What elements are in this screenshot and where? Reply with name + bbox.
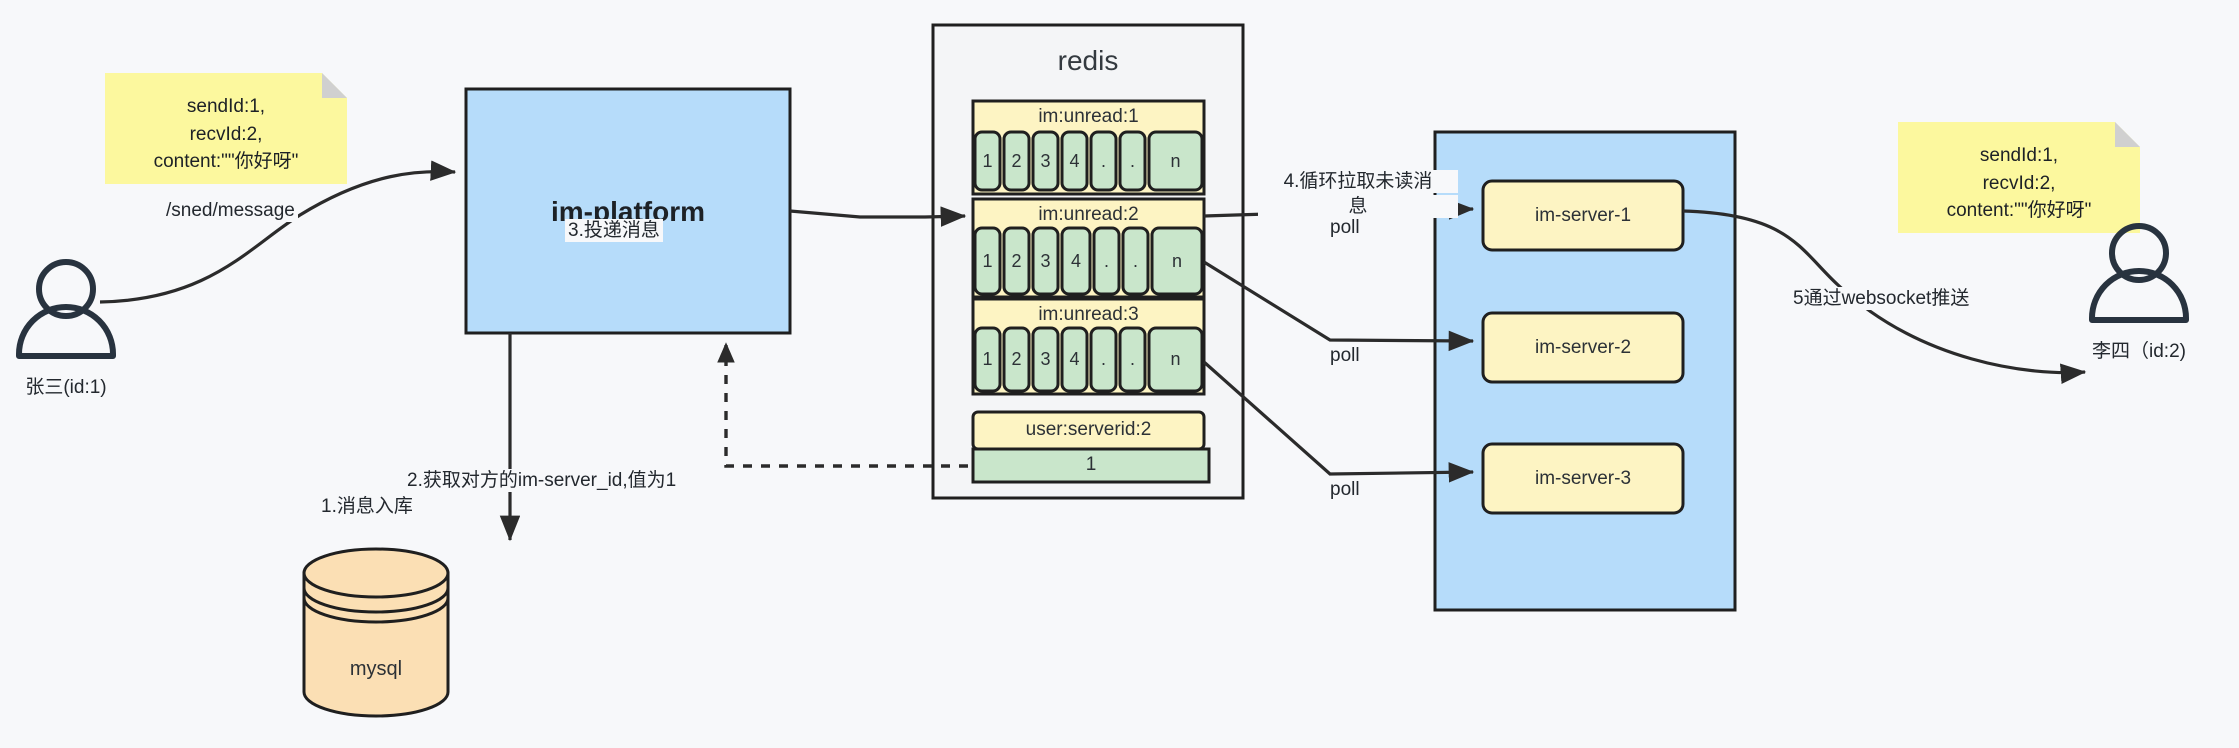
redis-key-1-cell-3: 4 [1069, 151, 1080, 171]
redis-key-1-name: im:unread:1 [1038, 106, 1139, 127]
redis-key-2-cell-3: 4 [1070, 251, 1081, 271]
redis-key-2-cell-1: 2 [1011, 251, 1022, 271]
edge-poll-3 [1202, 360, 1475, 483]
actor-sender-label: 张三(id:1) [25, 377, 107, 398]
edge-send-message [99, 160, 457, 304]
redis-key-3-cell-0: 1 [982, 349, 993, 369]
actor-receiver-label: 李四（id:2) [2092, 341, 2186, 362]
node-im-server-1-label[interactable]: im-server-1 [1534, 205, 1632, 226]
redis-key-3-cell-2: 3 [1040, 349, 1051, 369]
redis-key-2-cell-4: . [1103, 251, 1109, 271]
redis-key-2-name: im:unread:2 [1038, 204, 1139, 225]
node-im-platform-shape[interactable] [464, 87, 792, 335]
edge-label-step3: 3.投递消息 [565, 219, 663, 243]
node-im-server-2-shape[interactable] [1481, 311, 1685, 384]
edge-step3-deliver [789, 206, 967, 227]
redis-key-3-cell-5: . [1129, 349, 1135, 369]
edge-label-poll-2: poll [1327, 344, 1363, 368]
redis-key-1-cell-6: n [1170, 151, 1181, 171]
node-im-server-3-shape[interactable] [1481, 442, 1685, 515]
redis-single-key-value: 1 [1085, 454, 1097, 475]
redis-key-block-3-shape [971, 297, 1206, 396]
redis-key-1-cell-5: . [1129, 151, 1135, 171]
edge-label-send-message: /sned/message [163, 199, 298, 223]
redis-key-1-cell-0: 1 [982, 151, 993, 171]
node-im-server-3-label[interactable]: im-server-3 [1534, 468, 1632, 489]
redis-key-2-cell-2: 3 [1040, 251, 1051, 271]
note-right-shape [1898, 122, 2140, 233]
redis-key-2-cell-0: 1 [982, 251, 993, 271]
edge-label-step5: 5通过websocket推送 [1790, 287, 1973, 311]
node-im-server-1-shape[interactable] [1481, 179, 1685, 252]
redis-key-2-cell-5: . [1132, 251, 1138, 271]
edge-label-step1: 1.消息入库 [318, 495, 416, 519]
redis-key-3-cell-3: 4 [1069, 349, 1080, 369]
container-redis-title: redis [1057, 45, 1119, 76]
redis-key-3-cell-6: n [1170, 349, 1181, 369]
note-right-text: sendId:1, recvId:2, content:""你好呀" [1946, 145, 2092, 222]
redis-single-key-shape [971, 410, 1211, 484]
actor-sender-icon [16, 259, 116, 359]
edge-step5-websocket-push [1682, 209, 2087, 384]
note-left-text: sendId:1, recvId:2, content:""你好呀" [153, 96, 299, 173]
redis-key-1-cell-2: 3 [1040, 151, 1051, 171]
edge-label-poll-3: poll [1327, 478, 1363, 502]
redis-key-block-1-shape [971, 99, 1206, 196]
note-left-shape [105, 73, 347, 184]
actor-receiver-icon [2089, 223, 2189, 323]
edge-step2-serverid-dashed [717, 342, 968, 468]
redis-key-1-cell-4: . [1100, 151, 1106, 171]
redis-key-block-2-shape [971, 197, 1206, 299]
redis-key-3-name: im:unread:3 [1038, 304, 1139, 325]
edge-poll-2 [1203, 260, 1475, 352]
edge-label-poll-1: poll [1327, 216, 1363, 240]
edge-label-step4-line1: 4.循环拉取未读消 [1258, 170, 1458, 194]
redis-single-key-name: user:serverid:2 [1025, 419, 1152, 440]
edge-label-step4-line2: 息 [1258, 195, 1458, 219]
redis-key-3-cell-4: . [1100, 349, 1106, 369]
redis-key-3-cell-1: 2 [1011, 349, 1022, 369]
redis-key-2-cell-6: n [1171, 251, 1182, 271]
node-mysql-label[interactable]: mysql [349, 658, 403, 680]
edge-label-step2: 2.获取对方的im-server_id,值为1 [404, 469, 680, 493]
node-im-server-2-label[interactable]: im-server-2 [1534, 337, 1632, 358]
node-mysql-shape[interactable] [302, 547, 450, 718]
redis-key-1-cell-1: 2 [1011, 151, 1022, 171]
